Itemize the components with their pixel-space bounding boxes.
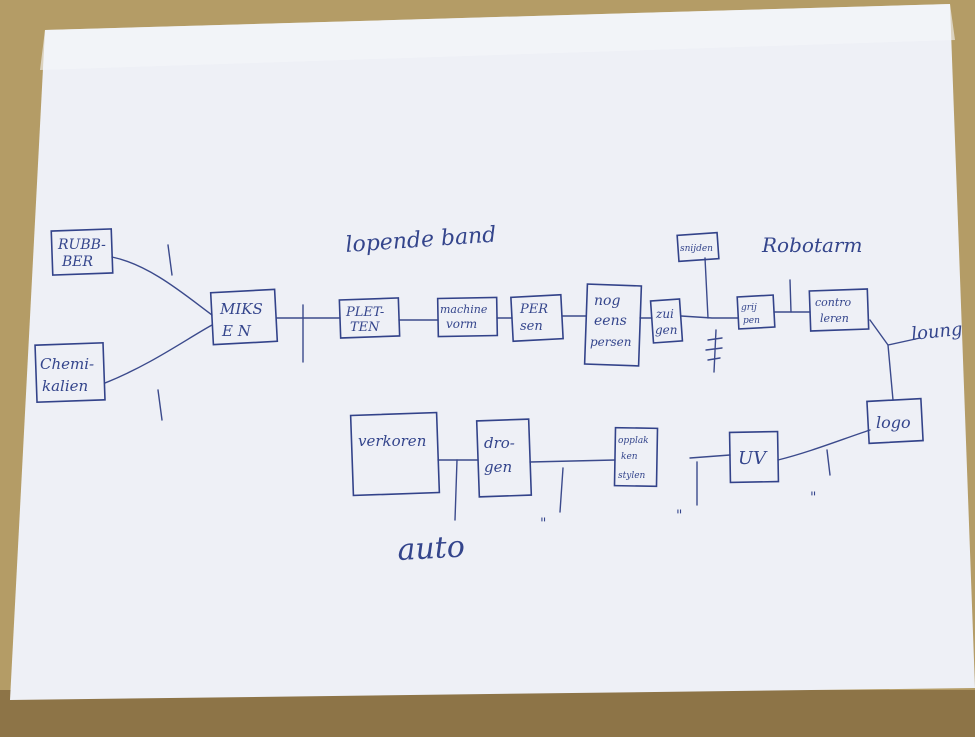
- robot-arm-pointer: [789, 279, 792, 313]
- line-rubber-mix: [111, 256, 213, 316]
- box-press: PER sen: [510, 293, 564, 343]
- tick-1: [167, 244, 173, 276]
- recut-line-3: persen: [590, 335, 632, 349]
- press-line-1: PER: [519, 302, 548, 317]
- paper-highlight: [40, 4, 955, 70]
- scribble: [705, 329, 723, 373]
- box-recut: nog eens persen: [583, 283, 643, 367]
- line-uv-stick: [689, 454, 731, 459]
- chemicals-line-2: kalien: [42, 377, 88, 395]
- grab-line-2: pen: [743, 316, 760, 326]
- rubber-line-2: BER: [61, 254, 94, 270]
- box-chemicals: Chemi- kalien: [34, 342, 106, 403]
- line-stick-dry: [529, 459, 616, 463]
- mould-line-1: machine: [440, 303, 488, 316]
- box-weave: PLET- TEN: [338, 297, 401, 339]
- recut-line-1: nog: [594, 293, 620, 309]
- mix-line-2: E N: [221, 322, 252, 340]
- mark-a: ": [540, 516, 546, 532]
- mark-c: ": [810, 490, 816, 506]
- box-stick: opplak ken stylen: [613, 426, 659, 488]
- free-labels: lopende band Robotarm auto loung " " ": [345, 223, 964, 568]
- uv-label: UV: [738, 448, 768, 469]
- tick-6: [559, 467, 564, 513]
- inspect-line-1: contro: [815, 296, 852, 309]
- suck-line-2: gen: [655, 323, 678, 337]
- box-suck: zui gen: [649, 298, 684, 344]
- line-to-truck: [454, 459, 458, 521]
- press-line-2: sen: [520, 319, 543, 334]
- truck-label: auto: [397, 530, 466, 568]
- box-rubber: RUBB- BER: [50, 228, 114, 276]
- stick-line-3: stylen: [618, 471, 646, 481]
- line-logo-uv: [777, 429, 871, 461]
- inspect-line-2: leren: [820, 312, 849, 325]
- line-to-side: [887, 337, 921, 346]
- rubber-line-1: RUBB-: [57, 237, 106, 253]
- tick-2: [157, 389, 163, 421]
- boxes: RUBB- BER Chemi- kalien MIKS E N PLET- T…: [34, 228, 924, 498]
- grab-line-1: grij: [741, 303, 757, 313]
- box-uv: UV: [728, 430, 780, 484]
- mould-line-2: vorm: [446, 317, 477, 331]
- box-mix: MIKS E N: [209, 288, 279, 346]
- tick-4: [826, 449, 831, 476]
- mark-b: ": [676, 508, 682, 524]
- stick-line-2: ken: [621, 452, 638, 462]
- line-chemicals-mix: [104, 324, 213, 384]
- weave-line-1: PLET-: [345, 305, 384, 320]
- box-grab: grij pen: [736, 294, 776, 330]
- stick-line-1: opplak: [618, 436, 649, 446]
- box-logo: logo: [866, 397, 924, 445]
- logo-label: logo: [876, 413, 911, 432]
- line-suck-grab: [680, 315, 739, 319]
- weave-line-2: TEN: [350, 320, 380, 335]
- chemicals-line-1: Chemi-: [40, 355, 94, 373]
- connector-lines: [104, 244, 921, 521]
- suck-line-1: zui: [655, 307, 674, 321]
- pack-label: verkoren: [358, 432, 426, 450]
- box-robot-tool: snijden: [676, 231, 720, 263]
- robot-tool-label: snijden: [680, 244, 713, 254]
- dry-line-1: dro-: [484, 434, 515, 452]
- mix-line-1: MIKS: [219, 300, 263, 318]
- box-pack: verkoren: [349, 411, 441, 497]
- robot-arm-label: Robotarm: [761, 233, 862, 257]
- paper-sheet: [10, 4, 975, 700]
- dry-line-2: gen: [484, 458, 512, 476]
- recut-line-2: eens: [594, 313, 627, 329]
- box-inspect: contro leren: [808, 288, 870, 332]
- box-mould: machine vorm: [436, 296, 499, 338]
- box-dry: dro- gen: [475, 418, 533, 498]
- line-robot-tool: [704, 257, 709, 319]
